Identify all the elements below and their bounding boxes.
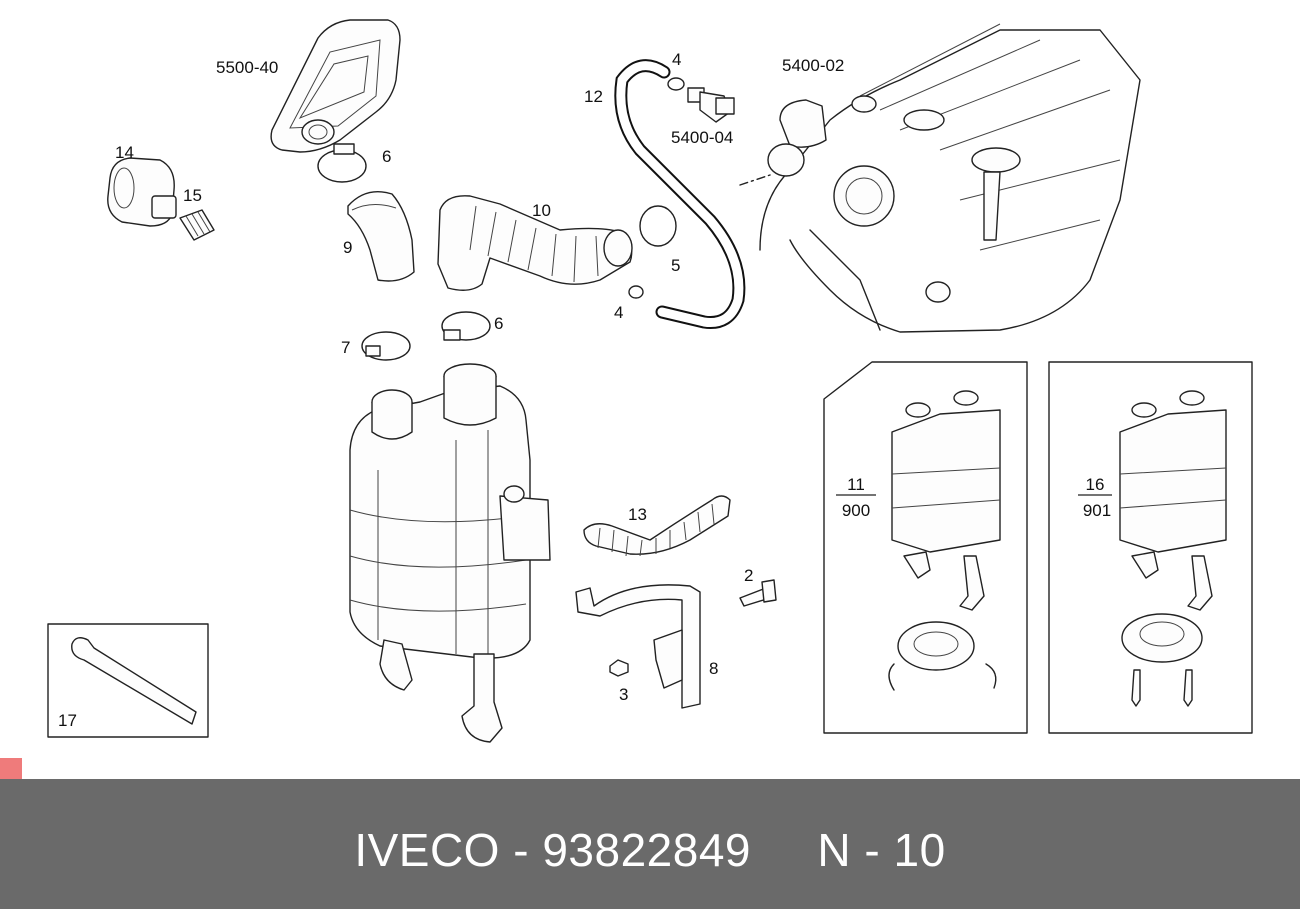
part-12-pipe [614,59,746,330]
label-17: 17 [58,711,77,730]
part-2-bolt [739,579,777,607]
part-9-hose [347,191,415,282]
label-12: 12 [584,87,603,106]
label-5500-40: 5500-40 [216,58,278,77]
label-2: 2 [744,566,753,585]
label-8: 8 [709,659,718,678]
part-17-box [47,623,209,738]
corner-marker [0,758,22,779]
part-5500-40-cover [270,19,401,153]
part-13-hose [583,495,731,557]
part-5400-02-engine-block [739,23,1141,333]
footer-banner: IVECO - 93822849 N - 10 [0,779,1300,909]
label-3: 3 [619,685,628,704]
label-4-top: 4 [672,50,681,69]
label-5400-02: 5400-02 [782,56,844,75]
kit1-fraction-bottom: 900 [842,501,870,520]
label-14: 14 [115,143,134,162]
part-5400-04-valve [687,87,735,123]
exploded-view-drawing: 5500-40 5400-02 5400-04 4 4 12 14 15 6 6… [47,19,1253,743]
label-13: 13 [628,505,647,524]
part-8-bracket [575,584,701,709]
label-6-top: 6 [382,147,391,166]
label-4-bottom: 4 [614,303,623,322]
label-10: 10 [532,201,551,220]
part-10-hose [437,195,633,291]
footer-part-reference: IVECO - 93822849 N - 10 [354,824,946,876]
part-14-sensor [107,157,177,227]
part-7-clamp [361,331,411,361]
label-6-bottom: 6 [494,314,503,333]
kit-16-901-box [1048,361,1253,734]
label-5: 5 [671,256,680,275]
part-expansion-tank [349,363,551,743]
part-6-clamp-bottom [441,311,491,341]
part-4-clip-top [667,77,685,91]
label-7: 7 [341,338,350,357]
part-6-clamp-top [317,143,367,183]
label-9: 9 [343,238,352,257]
parts-diagram: 5500-40 5400-02 5400-04 4 4 12 14 15 6 6… [47,19,1253,743]
part-3-nut [609,659,629,677]
label-5400-04: 5400-04 [671,128,733,147]
kit1-fraction-top: 11 [847,475,865,494]
part-4-clip-bottom [628,285,644,299]
part-5-clamp [639,205,677,247]
label-15: 15 [183,186,202,205]
kit2-fraction-bottom: 901 [1083,501,1111,520]
kit-11-900-box [823,361,1028,734]
part-15-fitting [179,209,215,241]
kit2-fraction-top: 16 [1086,475,1105,494]
